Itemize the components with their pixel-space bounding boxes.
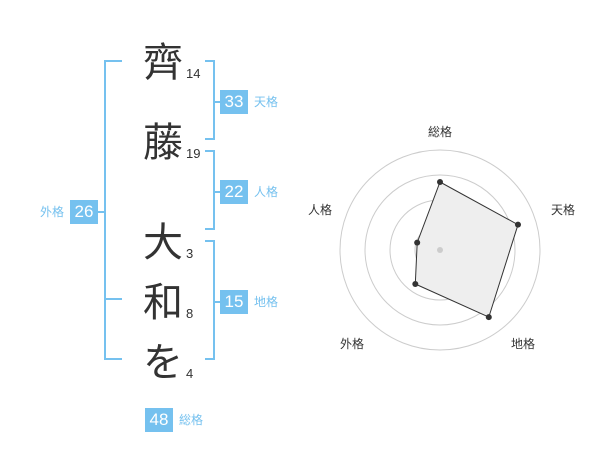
radar-rings — [339, 149, 541, 351]
tenkaku-label: 天格 — [254, 95, 279, 109]
radar-polygon — [414, 181, 519, 318]
stroke-count-2: 19 — [186, 146, 201, 161]
radar-point-4 — [412, 280, 419, 287]
chikaku-label: 地格 — [254, 295, 279, 309]
radar-center — [437, 247, 443, 253]
radar-axis-label-1: 総格 — [428, 125, 453, 139]
stroke-count-3: 3 — [186, 246, 194, 261]
radar-axis-label-5: 人格 — [308, 203, 333, 217]
radar-point-3 — [485, 314, 492, 321]
radar-point-5 — [414, 239, 421, 246]
stroke-count-4: 8 — [186, 306, 194, 321]
name-char-4: 和 — [143, 280, 183, 326]
name-char-1: 齊 — [143, 40, 183, 86]
jinkaku-label: 人格 — [254, 185, 279, 199]
radar-point-2 — [514, 221, 521, 228]
stroke-count-1: 14 — [186, 66, 201, 81]
name-char-2: 藤 — [143, 120, 183, 166]
radar-points — [412, 179, 521, 321]
radar-ring — [364, 174, 516, 326]
tenkaku-value: 33 — [220, 90, 248, 114]
gaikaku-value: 26 — [70, 200, 98, 224]
gaikaku-label: 外格 — [40, 205, 65, 219]
chikaku-value: 15 — [220, 290, 248, 314]
soukaku-value: 48 — [145, 408, 173, 432]
name-char-5: を — [143, 340, 183, 386]
radar-ring — [339, 149, 541, 351]
radar-axis-label-4: 外格 — [340, 337, 365, 351]
radar-axis-label-3: 地格 — [511, 337, 536, 351]
stroke-count-5: 4 — [186, 366, 194, 381]
jinkaku-value: 22 — [220, 180, 248, 204]
soukaku-label: 総格 — [179, 413, 204, 427]
radar-point-1 — [437, 179, 443, 185]
radar-axis-label-2: 天格 — [551, 203, 576, 217]
name-char-3: 大 — [143, 220, 183, 266]
